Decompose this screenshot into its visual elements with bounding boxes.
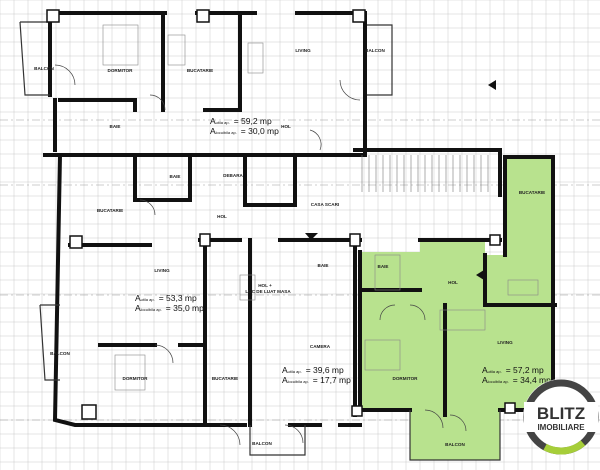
living-area: Alocuibila ap.= 34,4 mp — [482, 375, 551, 385]
room-label-baie: BAIE — [170, 174, 181, 179]
room-label-balcon: BALCON — [50, 351, 70, 356]
section-arrow-icon — [476, 270, 484, 280]
room-label-balcon: BALCON — [252, 441, 272, 446]
living-area: Alocuibila ap.= 30,0 mp — [210, 126, 279, 136]
room-label-living: LIVING — [154, 268, 170, 273]
room-label-bucatarie: BUCATARIE — [187, 68, 213, 73]
apartment-green: BUCATARIE BAIE HOL LIVING DORMITOR BALCO… — [378, 190, 552, 447]
logo-subtext: IMOBILIARE — [537, 423, 585, 432]
columns — [46, 9, 516, 420]
staircase — [361, 155, 489, 192]
apartment-left: BAIE BUCATARIE LIVING BALCON DORMITOR BU… — [50, 174, 238, 381]
usable-area: Autila ap.= 57,2 mp — [482, 365, 544, 375]
room-label-baie: BAIE — [318, 263, 329, 268]
room-label-dormitor: DORMITOR — [123, 376, 149, 381]
living-area: Alocuibila ap.= 35,0 mp — [135, 303, 204, 313]
room-label-living: LIVING — [497, 340, 513, 345]
room-label-hol: HOL — [217, 214, 227, 219]
highlighted-apartment — [360, 157, 553, 460]
common-areas: DEBARA HOL CASA SCARI — [217, 173, 339, 219]
apartment-middle: BAIE HOL + LOC DE LUAT MASA CAMERA BALCO… — [245, 263, 351, 446]
room-label-bucatarie: BUCATARIE — [212, 376, 238, 381]
room-label-hol: HOL — [281, 124, 291, 129]
usable-area: Autila ap.= 59,2 mp — [210, 116, 272, 126]
room-label-balcon: BALCON — [445, 442, 465, 447]
room-label-debara: DEBARA — [223, 173, 243, 178]
room-label-casa-scari: CASA SCARI — [311, 202, 339, 207]
room-label-dormitor: DORMITOR — [108, 68, 134, 73]
room-label-balcon: BALCON — [365, 48, 385, 53]
blitz-imobiliare-logo: BLITZ IMOBILIARE — [523, 379, 599, 455]
room-label-bucatarie: BUCATARIE — [519, 190, 545, 195]
room-label-living: LIVING — [295, 48, 311, 53]
room-label-balcon: BALCON — [34, 66, 54, 71]
room-label-camera: CAMERA — [310, 344, 331, 349]
room-label-loc-de-luat-masa: LOC DE LUAT MASA — [245, 289, 291, 294]
room-label-bucatarie: BUCATARIE — [97, 208, 123, 213]
usable-area: Autila ap.= 53,3 mp — [135, 293, 197, 303]
room-label-hol: HOL — [448, 280, 458, 285]
section-arrow-icon — [488, 80, 496, 90]
room-label-baie: BAIE — [378, 264, 389, 269]
apartment-top: BALCON DORMITOR BUCATARIE LIVING BALCON … — [34, 48, 385, 136]
room-label-dormitor: DORMITOR — [393, 376, 419, 381]
furniture — [102, 24, 539, 391]
logo-text: BLITZ — [537, 404, 585, 423]
doors — [54, 64, 467, 446]
room-label-baie: BAIE — [110, 124, 121, 129]
section-arrow-icon — [305, 233, 318, 240]
living-area: Alocuibila ap.= 17,7 mp — [282, 375, 351, 385]
usable-area: Autila ap.= 39,6 mp — [282, 365, 344, 375]
room-label-hol: HOL + — [258, 283, 272, 288]
